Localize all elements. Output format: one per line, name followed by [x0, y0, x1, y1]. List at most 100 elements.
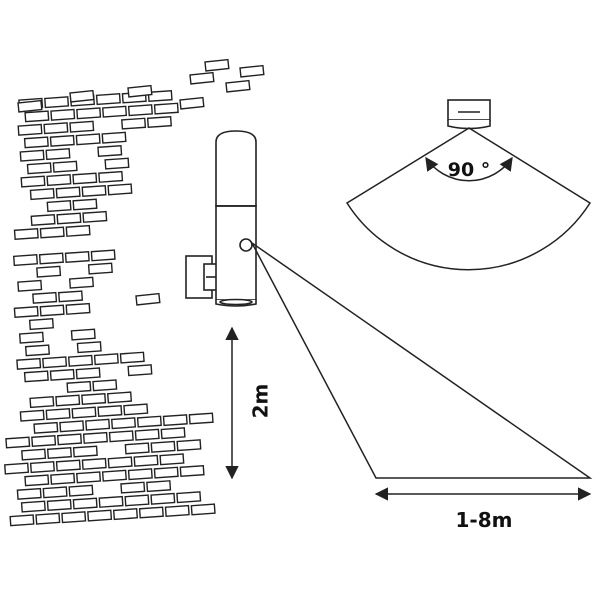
- brick: [23, 136, 49, 149]
- brick: [190, 503, 216, 516]
- brick: [204, 58, 230, 72]
- side-detection-zone: [251, 242, 593, 479]
- brick: [38, 252, 64, 265]
- brick: [76, 107, 102, 120]
- brick: [67, 354, 94, 367]
- brick: [46, 446, 73, 460]
- brick: [50, 108, 76, 121]
- brick: [92, 379, 118, 392]
- brick: [101, 131, 127, 144]
- brick: [65, 302, 91, 315]
- height-label: 2m: [249, 384, 273, 419]
- lamp-lower-body: [215, 205, 257, 301]
- brick: [153, 466, 179, 479]
- brick: [49, 368, 75, 381]
- brick: [4, 462, 30, 475]
- brick: [162, 414, 188, 427]
- brick: [123, 403, 149, 416]
- brick: [17, 99, 43, 113]
- brick: [69, 120, 95, 133]
- brick: [52, 160, 78, 173]
- brick: [104, 157, 130, 170]
- motion-sensor-icon: [447, 99, 491, 130]
- brick: [90, 249, 116, 262]
- brick: [13, 227, 39, 241]
- brick: [46, 498, 72, 512]
- brick: [97, 144, 123, 158]
- brick: [21, 448, 47, 461]
- brick: [102, 105, 128, 118]
- brick: [66, 380, 92, 393]
- brick: [29, 461, 55, 474]
- brick: [71, 406, 97, 419]
- brick: [176, 439, 202, 452]
- brick: [239, 64, 265, 78]
- brick: [81, 184, 107, 198]
- brick: [153, 102, 179, 115]
- brick: [56, 212, 82, 225]
- brick: [19, 149, 45, 162]
- brick: [23, 370, 49, 383]
- brick: [134, 428, 160, 441]
- brick: [87, 509, 113, 522]
- brick: [19, 409, 45, 422]
- wall-lamp-icon: [185, 130, 257, 307]
- brick: [28, 318, 54, 331]
- brick: [24, 344, 50, 357]
- brick: [127, 84, 153, 98]
- brick: [135, 292, 161, 306]
- brick: [97, 404, 123, 418]
- angle-label: 90 °: [448, 159, 491, 181]
- brick: [75, 133, 101, 146]
- brick: [150, 492, 176, 505]
- brick: [33, 421, 59, 434]
- brick: [16, 487, 42, 500]
- brick: [98, 495, 124, 508]
- brick: [138, 506, 164, 519]
- top-detection-sector: [345, 127, 592, 271]
- brick: [61, 511, 87, 524]
- brick: [49, 134, 75, 147]
- brick: [5, 436, 31, 449]
- brick: [179, 464, 205, 478]
- brick: [69, 89, 95, 103]
- brick: [127, 104, 153, 117]
- lamp-sensor-eye: [239, 238, 253, 252]
- brick: [30, 213, 56, 227]
- brick: [59, 420, 85, 433]
- brick: [36, 265, 62, 278]
- brick: [98, 170, 124, 183]
- brick: [93, 353, 119, 366]
- brick: [44, 96, 70, 109]
- brick: [24, 110, 50, 123]
- brick: [72, 198, 98, 211]
- brick: [76, 341, 102, 354]
- brick: [72, 172, 98, 185]
- brick: [136, 415, 162, 428]
- brick: [29, 396, 55, 409]
- brick: [12, 254, 39, 267]
- brick: [146, 480, 172, 493]
- brick: [17, 123, 43, 136]
- brick: [45, 408, 71, 421]
- brick: [81, 457, 107, 470]
- brick: [31, 434, 57, 448]
- brick: [127, 468, 153, 481]
- brick: [39, 226, 65, 239]
- brick: [29, 188, 55, 201]
- brick: [150, 440, 176, 453]
- brick: [70, 328, 96, 341]
- brick: [17, 279, 43, 292]
- brick: [106, 391, 133, 404]
- brick: [124, 494, 150, 507]
- brick: [24, 474, 50, 487]
- brick: [225, 79, 251, 93]
- brick: [45, 148, 71, 161]
- brick: [46, 174, 72, 187]
- brick: [16, 357, 42, 370]
- brick: [159, 453, 185, 466]
- brick: [160, 427, 186, 440]
- brick: [43, 122, 69, 135]
- angle-arc: [425, 156, 513, 182]
